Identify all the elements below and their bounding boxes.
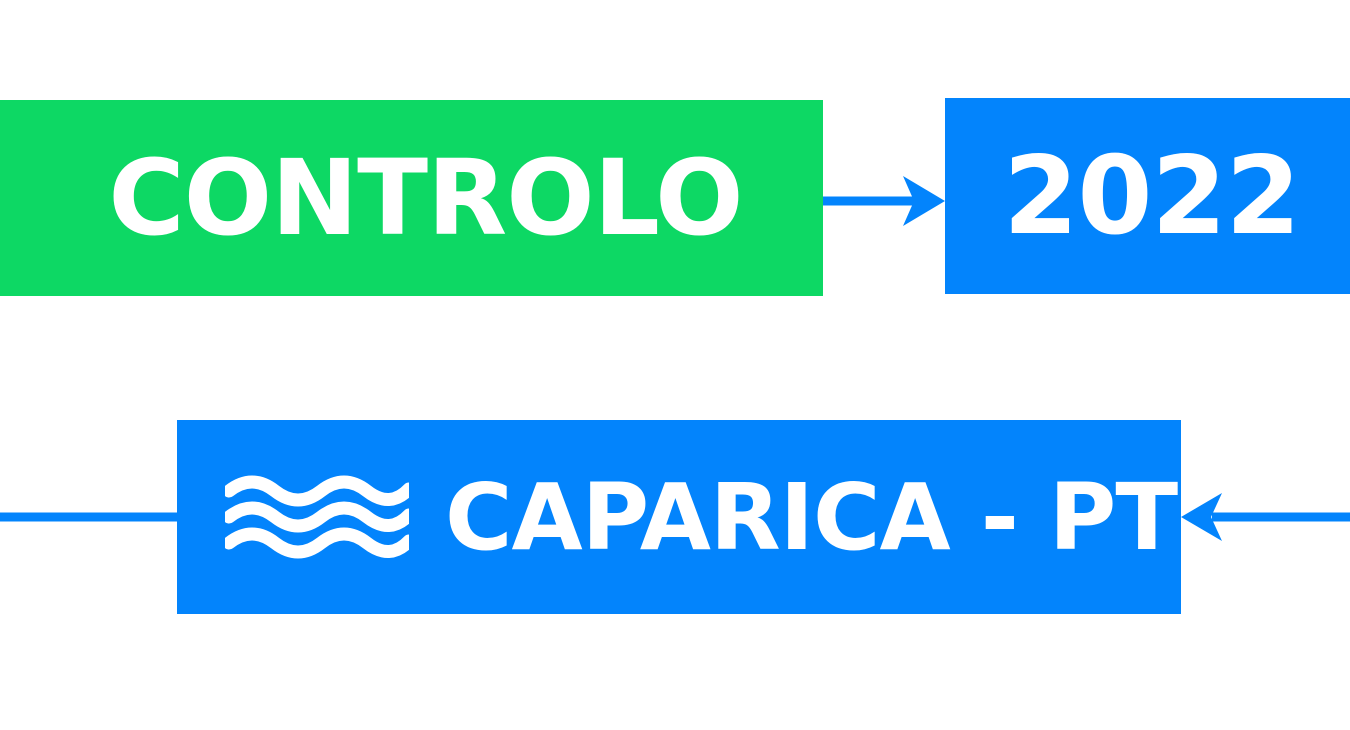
controlo-label: CONTROLO	[108, 137, 743, 259]
location-box: CAPARICA - PT	[177, 420, 1181, 614]
year-box: 2022	[945, 98, 1350, 294]
year-label: 2022	[1003, 133, 1301, 259]
location-label: CAPARICA - PT	[445, 463, 1178, 571]
arrowhead-left	[1181, 493, 1222, 541]
controlo-box: CONTROLO	[0, 100, 823, 296]
waves-icon	[225, 475, 409, 559]
arrowhead-right	[903, 176, 945, 226]
